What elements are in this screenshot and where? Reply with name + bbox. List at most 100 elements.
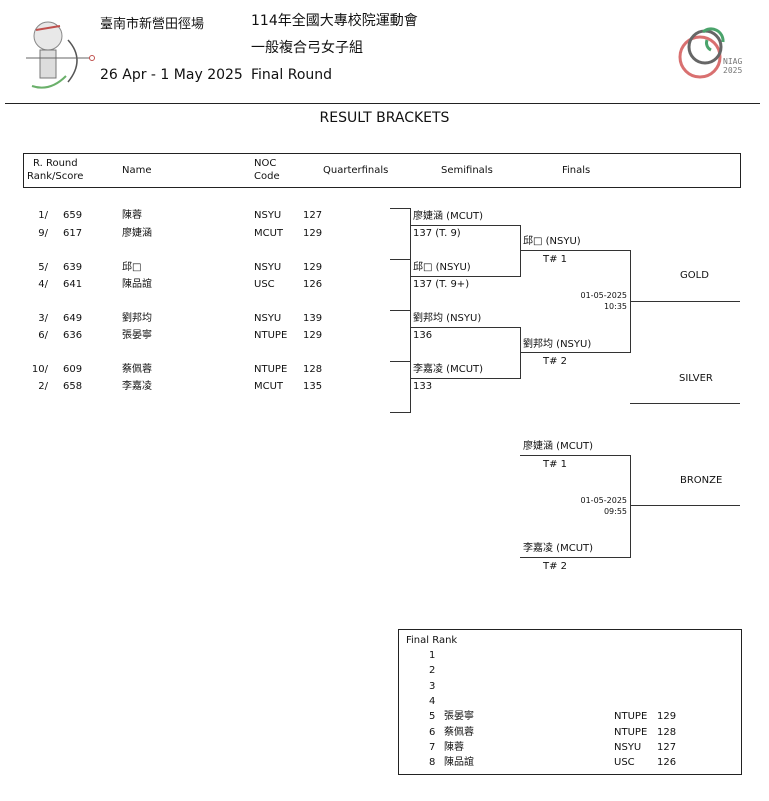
final-rank-title: Final Rank: [406, 635, 458, 646]
bracket-line: [410, 276, 520, 277]
bracket-line: [410, 259, 411, 311]
gold-finalist-bottom: 劉邦均 (NSYU): [523, 339, 592, 350]
bronze-finalist-bottom: 李嘉凌 (MCUT): [523, 543, 594, 554]
rank-name: 蔡佩蓉: [444, 726, 474, 738]
col-rank-score-2: Rank/Score: [27, 171, 84, 182]
event-dates: 26 Apr - 1 May 2025: [100, 67, 243, 83]
rank-noc: USC: [614, 757, 635, 769]
quarterfinal-score: 126: [303, 279, 323, 290]
semifinal-score: 137 (T. 9+): [413, 279, 470, 290]
bracket-line: [520, 557, 630, 558]
target-number: T# 1: [543, 459, 568, 470]
noc-code: NTUPE: [254, 330, 288, 341]
seed-rank: 2/: [38, 381, 48, 392]
bracket-line: [520, 455, 630, 456]
semifinal-athlete: 廖婕涵 (MCUT): [413, 211, 484, 222]
rank-score: 128: [657, 726, 677, 738]
semifinal-athlete: 邱□ (NSYU): [413, 262, 471, 273]
seed-rank: 10/: [31, 364, 48, 375]
rank-score: 129: [657, 711, 677, 723]
col-name: Name: [122, 165, 152, 176]
noc-code: NSYU: [254, 262, 282, 273]
rank-position: 2: [429, 665, 436, 677]
bracket-line: [410, 310, 411, 362]
gold-finalist-top: 邱□ (NSYU): [523, 236, 581, 247]
seed-rank: 9/: [38, 228, 48, 239]
logo-text: NIAG: [723, 57, 742, 66]
athlete-name: 廖婕涵: [122, 228, 152, 239]
target-number: T# 2: [543, 356, 568, 367]
bracket-line: [520, 327, 521, 379]
semifinal-score: 137 (T. 9): [413, 228, 461, 239]
gold-line: [630, 301, 740, 302]
mascot-archer-logo: [26, 21, 95, 89]
svg-text:2025: 2025: [723, 66, 742, 75]
bracket-line: [410, 225, 520, 226]
seed-rank: 3/: [38, 313, 48, 324]
quarterfinal-score: 127: [303, 210, 323, 221]
seed-score: 636: [63, 330, 83, 341]
round-title: Final Round: [251, 67, 333, 83]
niag-logo: NIAG 2025: [678, 27, 742, 79]
rank-name: 張晏寧: [444, 711, 474, 723]
seed-score: 658: [63, 381, 83, 392]
seed-score: 617: [63, 228, 83, 239]
rank-noc: NTUPE: [614, 711, 648, 723]
silver-label: SILVER: [679, 373, 713, 384]
page-title: RESULT BRACKETS: [319, 110, 450, 126]
seed-score: 639: [63, 262, 83, 273]
col-finals: Finals: [562, 165, 591, 176]
bracket-line: [390, 310, 410, 311]
rank-score: 126: [657, 757, 677, 769]
rank-position: 3: [429, 680, 436, 692]
rank-noc: NSYU: [614, 741, 642, 753]
quarterfinal-score: 135: [303, 381, 323, 392]
athlete-name: 陳蓉: [122, 210, 142, 221]
rank-position: 4: [429, 695, 436, 707]
target-number: T# 1: [543, 254, 568, 265]
seed-score: 649: [63, 313, 83, 324]
column-header: R. Round Rank/Score Name NOC Code Quarte…: [23, 153, 741, 188]
bracket-line: [520, 250, 630, 251]
bracket-line: [390, 208, 410, 209]
semifinal-score: 136: [413, 330, 433, 341]
noc-code: MCUT: [254, 381, 284, 392]
target-number: T# 2: [543, 561, 568, 572]
athlete-name: 劉邦均: [122, 313, 152, 324]
quarterfinal-score: 129: [303, 330, 323, 341]
col-noc-2: Code: [254, 171, 280, 182]
seed-rank: 4/: [38, 279, 48, 290]
rank-position: 7: [429, 741, 436, 753]
event-title: 114年全國大專校院運動會: [251, 13, 418, 29]
semifinal-athlete: 李嘉凌 (MCUT): [413, 364, 484, 375]
match-date: 01-05-2025: [580, 496, 628, 505]
rank-position: 8: [429, 757, 436, 769]
venue: 臺南市新營田徑場: [100, 17, 205, 32]
quarterfinal-score: 129: [303, 262, 323, 273]
seed-rank: 5/: [38, 262, 48, 273]
semifinal-score: 133: [413, 381, 433, 392]
athlete-name: 張晏寧: [122, 330, 152, 341]
rank-position: 6: [429, 726, 436, 738]
noc-code: NSYU: [254, 210, 282, 221]
col-rank-score-1: R. Round: [33, 158, 78, 169]
bracket-line: [410, 361, 411, 413]
quarterfinal-score: 129: [303, 228, 323, 239]
col-semifinals: Semifinals: [441, 165, 493, 176]
seed-rank: 6/: [38, 330, 48, 341]
rank-score: 127: [657, 741, 677, 753]
rank-noc: NTUPE: [614, 726, 648, 738]
quarterfinal-score: 139: [303, 313, 323, 324]
rank-name: 陳品誼: [444, 757, 474, 769]
noc-code: USC: [254, 279, 275, 290]
bronze-finalist-top: 廖婕涵 (MCUT): [523, 441, 594, 452]
rank-position: 5: [429, 711, 436, 723]
bracket-line: [390, 361, 410, 362]
bracket-line: [390, 259, 410, 260]
match-date: 01-05-2025: [580, 291, 628, 300]
rank-name: 陳蓉: [444, 741, 464, 753]
seed-rank: 1/: [38, 210, 48, 221]
gold-label: GOLD: [680, 270, 709, 281]
match-time: 10:35: [603, 302, 627, 311]
